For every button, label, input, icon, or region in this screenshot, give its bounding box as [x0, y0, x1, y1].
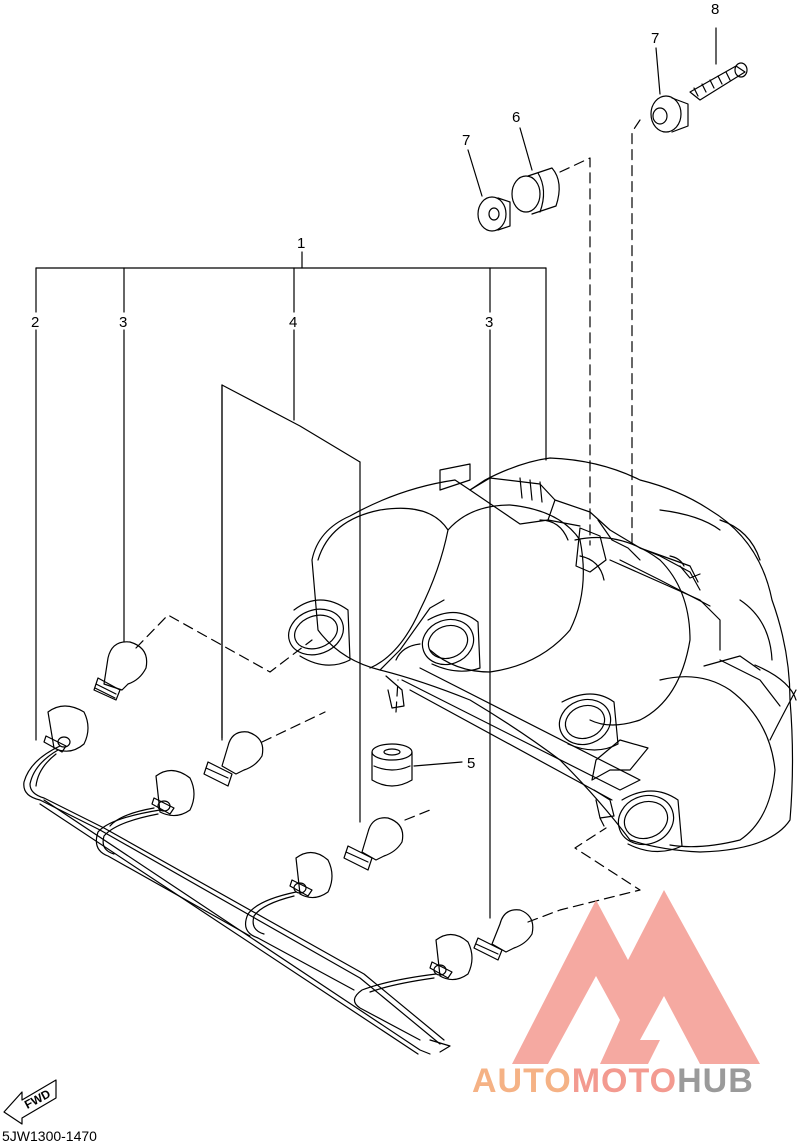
bulb-3-left[interactable] [93, 641, 148, 701]
bolt-8[interactable] [689, 27, 748, 101]
wiring-harness-2[interactable] [23, 705, 473, 1055]
bulb-3-mid[interactable] [343, 817, 404, 871]
watermark-hub: HUB [677, 1062, 754, 1100]
watermark-text: AUTOMOTOHUB [472, 1062, 754, 1101]
callout-3-left: 3 [119, 314, 127, 331]
watermark-logo-icon [512, 890, 760, 1064]
callout-6: 6 [512, 109, 520, 126]
watermark-moto: MOTO [571, 1062, 678, 1100]
lamp-opening-1 [288, 599, 351, 666]
fwd-arrow-icon [3, 1079, 57, 1125]
bulb-3-right[interactable] [473, 909, 534, 961]
lamp-opening-4 [617, 790, 683, 853]
callout-1: 1 [297, 235, 305, 252]
callout-7-left: 7 [462, 132, 470, 149]
callout-1-bracket [35, 251, 547, 461]
callout-8: 8 [711, 1, 719, 18]
reference-code: 5JW1300-1470 [2, 1128, 97, 1144]
callout-2: 2 [31, 314, 39, 331]
washer-7-right[interactable] [650, 47, 689, 133]
lamp-opening-2 [421, 611, 481, 672]
fwd-label: FWD [22, 1086, 53, 1111]
lamp-opening-3 [558, 693, 619, 751]
callout-7-right: 7 [651, 30, 659, 47]
washer-7-left[interactable] [467, 149, 511, 232]
callout-3-right: 3 [485, 314, 493, 331]
callout-4: 4 [289, 314, 297, 331]
bulb-4[interactable] [203, 731, 264, 787]
grommet-6[interactable] [511, 127, 560, 215]
watermark-auto: AUTO [472, 1062, 572, 1100]
headlight-housing[interactable] [311, 457, 797, 853]
grommet-5[interactable] [371, 743, 463, 787]
callout-5: 5 [467, 755, 475, 772]
